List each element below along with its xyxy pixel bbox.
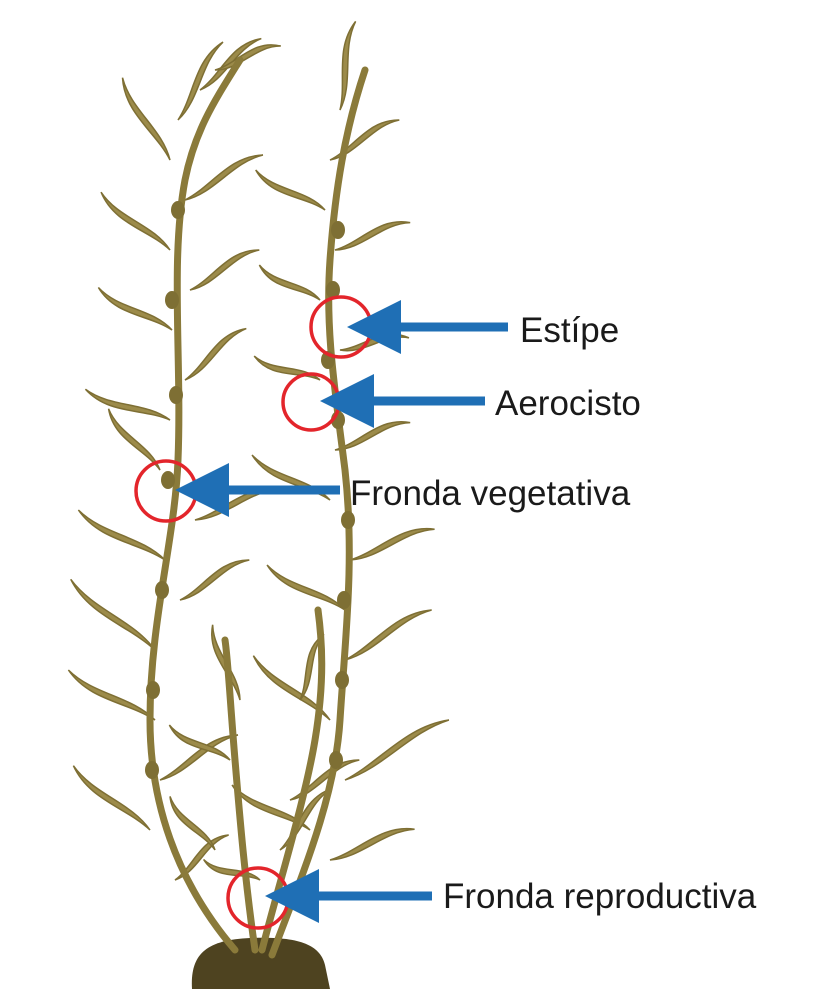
aerocyst-bulb bbox=[329, 751, 343, 769]
frond-blade bbox=[109, 409, 160, 470]
frond-blade bbox=[85, 389, 170, 420]
frond-blade bbox=[335, 422, 410, 450]
fronds-group bbox=[68, 21, 449, 880]
frond-blade bbox=[123, 78, 171, 160]
frond-blade bbox=[350, 529, 435, 560]
aerocyst-bulb bbox=[146, 681, 160, 699]
frond-blade bbox=[330, 829, 415, 860]
frond-blade bbox=[180, 560, 249, 600]
label-estipe: Estípe bbox=[520, 313, 619, 348]
circle-fronda-vegetativa bbox=[136, 461, 196, 521]
frond-blade bbox=[98, 288, 172, 331]
frond-blade bbox=[256, 170, 325, 210]
circle-aerocisto bbox=[283, 374, 339, 430]
frond-blade bbox=[259, 265, 320, 300]
frond-blade bbox=[190, 250, 259, 290]
frond-blade bbox=[178, 42, 223, 120]
label-fronda-vegetativa: Fronda vegetativa bbox=[350, 476, 630, 511]
frond-blade bbox=[170, 796, 215, 850]
frond-blade bbox=[345, 610, 432, 660]
frond-blade bbox=[185, 329, 246, 380]
frond-blade bbox=[335, 222, 410, 250]
frond-blade bbox=[345, 720, 449, 780]
frond-blade bbox=[185, 155, 263, 200]
label-fronda-reproductiva: Fronda reproductiva bbox=[443, 879, 756, 914]
frond-blade bbox=[340, 334, 409, 350]
aerocyst-bulb bbox=[171, 201, 185, 219]
frond-blade bbox=[267, 565, 345, 610]
aerocyst-bulb bbox=[341, 511, 355, 529]
label-aerocisto: Aerocisto bbox=[495, 386, 641, 421]
frond-blade bbox=[254, 356, 320, 380]
circle-estipe bbox=[311, 297, 371, 357]
frond-blade bbox=[68, 670, 155, 720]
aerocyst-bulb bbox=[161, 471, 175, 489]
frond-blade bbox=[73, 766, 150, 830]
frond-blade bbox=[215, 45, 281, 70]
aerocyst-bulb bbox=[145, 761, 159, 779]
frond-blade bbox=[101, 192, 170, 250]
aerocyst-bulb bbox=[165, 291, 179, 309]
aerocyst-bulb bbox=[155, 581, 169, 599]
aerocyst-bulb bbox=[331, 221, 345, 239]
aerocyst-bulb bbox=[337, 591, 351, 609]
frond-blade bbox=[71, 579, 155, 650]
aerocyst-bulb bbox=[169, 386, 183, 404]
aerocyst-bulb bbox=[335, 671, 349, 689]
